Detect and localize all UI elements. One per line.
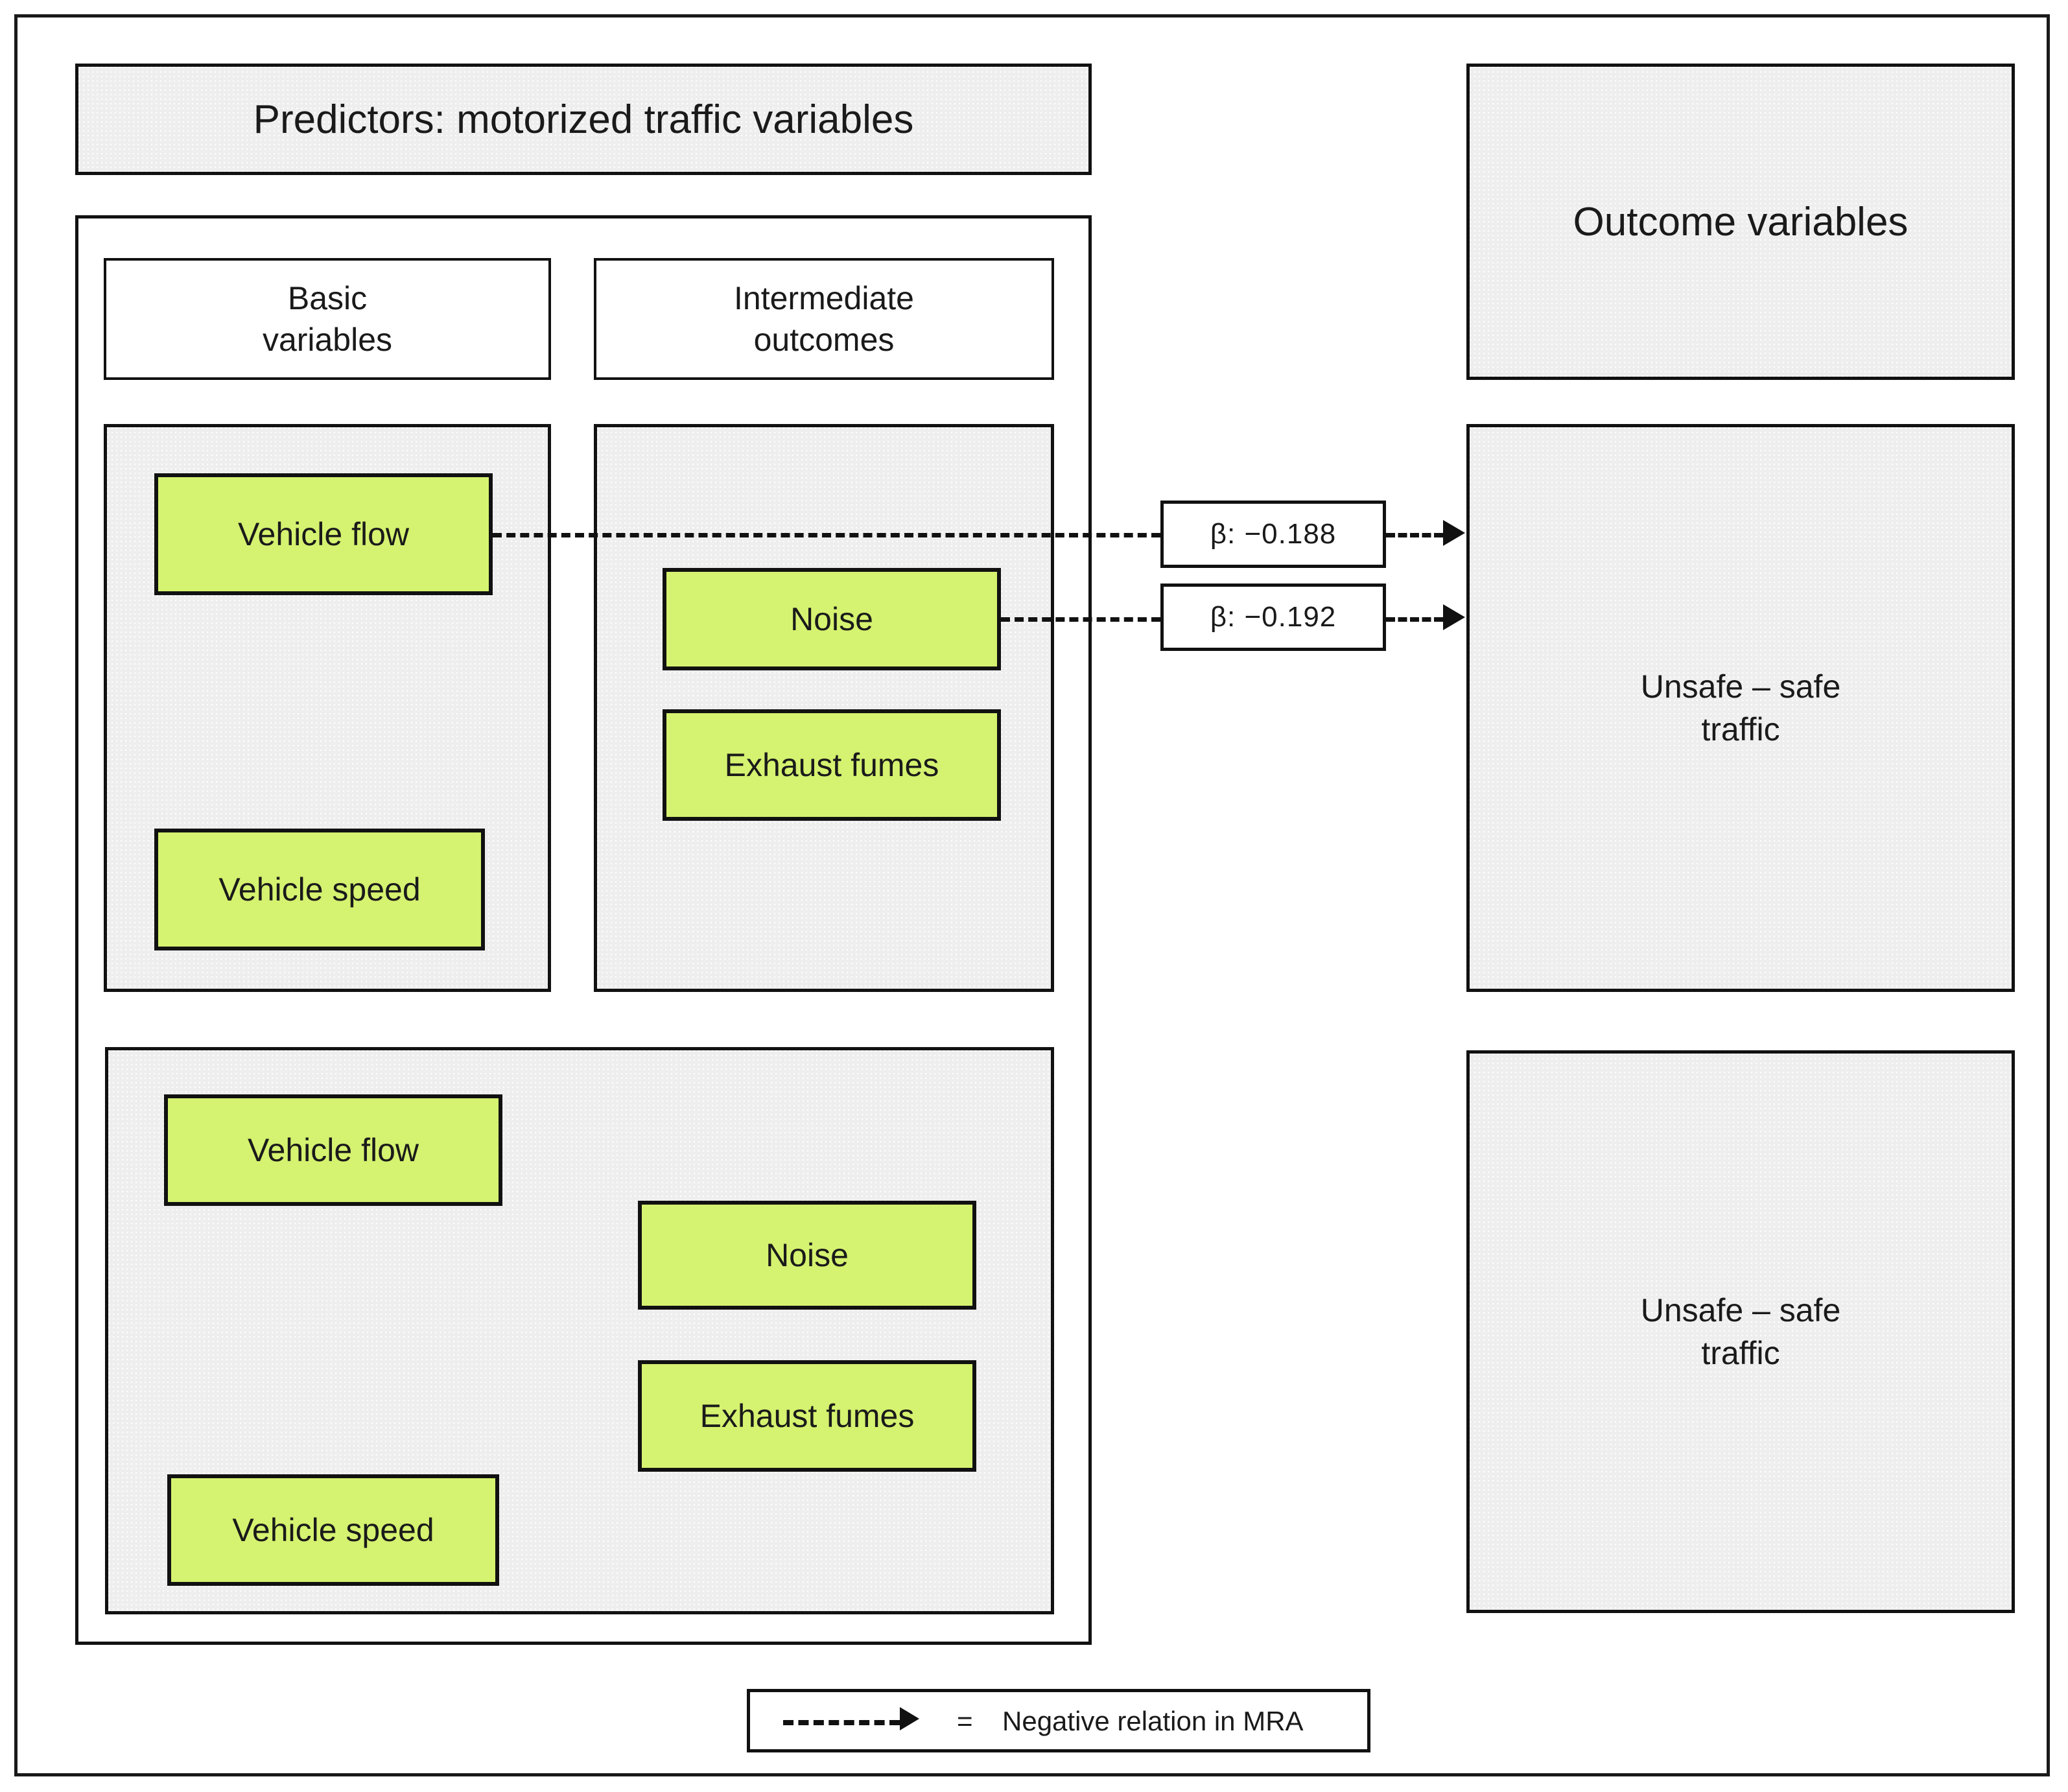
variable-box-vehicle-speed-upper: Vehicle speed	[154, 829, 485, 950]
variable-label: Noise	[766, 1237, 849, 1273]
arrow-head-icon-relation-1	[1443, 520, 1465, 546]
variable-label: Exhaust fumes	[699, 1398, 915, 1434]
beta-label-vehicle-flow: β: −0.188	[1160, 501, 1386, 568]
beta-value-text: β: −0.192	[1210, 601, 1337, 633]
beta-value-text: β: −0.188	[1210, 518, 1337, 550]
variable-label: Vehicle flow	[237, 516, 410, 552]
legend-dashed-line-icon	[783, 1720, 900, 1725]
panel-intermediate-outcomes-upper	[594, 424, 1054, 992]
variable-box-vehicle-flow-lower: Vehicle flow	[164, 1094, 502, 1206]
column-header-basic-variables: Basic variables	[104, 258, 551, 380]
relation-line-vehicle-flow-right	[1386, 533, 1443, 537]
relation-line-vehicle-flow-left	[493, 533, 1160, 537]
legend-equals-sign: =	[957, 1706, 973, 1736]
outcome-variables-banner: Outcome variables	[1466, 64, 2015, 380]
legend-description-text: Negative relation in MRA	[1002, 1706, 1304, 1736]
column-header-intermediate-outcomes: Intermediate outcomes	[594, 258, 1054, 380]
arrow-head-icon-relation-2	[1443, 604, 1465, 630]
basic-variables-line2: variables	[262, 322, 393, 358]
variable-label: Vehicle speed	[218, 871, 421, 908]
variable-label: Vehicle speed	[232, 1512, 434, 1548]
variable-box-noise-lower: Noise	[638, 1201, 976, 1310]
intermediate-outcomes-line1: Intermediate	[734, 280, 914, 316]
relation-line-noise-right	[1386, 617, 1443, 622]
variable-box-vehicle-speed-lower: Vehicle speed	[167, 1474, 499, 1586]
variable-box-exhaust-fumes-upper: Exhaust fumes	[663, 709, 1001, 821]
variable-box-exhaust-fumes-lower: Exhaust fumes	[638, 1360, 976, 1472]
variable-label: Exhaust fumes	[724, 747, 939, 783]
outcome-label-line1: Unsafe – safe	[1640, 668, 1841, 705]
variable-box-vehicle-flow-upper: Vehicle flow	[154, 473, 493, 595]
basic-variables-line1: Basic	[287, 280, 368, 316]
predictors-title-banner: Predictors: motorized traffic variables	[75, 64, 1092, 175]
variable-box-noise-upper: Noise	[663, 568, 1001, 670]
outcome-label-line1: Unsafe – safe	[1640, 1292, 1841, 1328]
variable-label: Noise	[790, 601, 873, 637]
intermediate-outcomes-line2: outcomes	[753, 322, 895, 358]
beta-label-noise: β: −0.192	[1160, 584, 1386, 651]
outcome-box-unsafe-safe-traffic-2: Unsafe – safe traffic	[1466, 1050, 2015, 1613]
outcome-label-line2: traffic	[1701, 711, 1780, 748]
relation-line-noise-left	[1001, 617, 1160, 622]
legend-arrow-head-icon	[900, 1707, 919, 1730]
predictors-title-text: Predictors: motorized traffic variables	[253, 97, 914, 142]
variable-label: Vehicle flow	[247, 1132, 419, 1168]
outcome-variables-title-text: Outcome variables	[1573, 199, 1909, 244]
outcome-label-line2: traffic	[1701, 1335, 1780, 1371]
outcome-box-unsafe-safe-traffic-1: Unsafe – safe traffic	[1466, 424, 2015, 992]
